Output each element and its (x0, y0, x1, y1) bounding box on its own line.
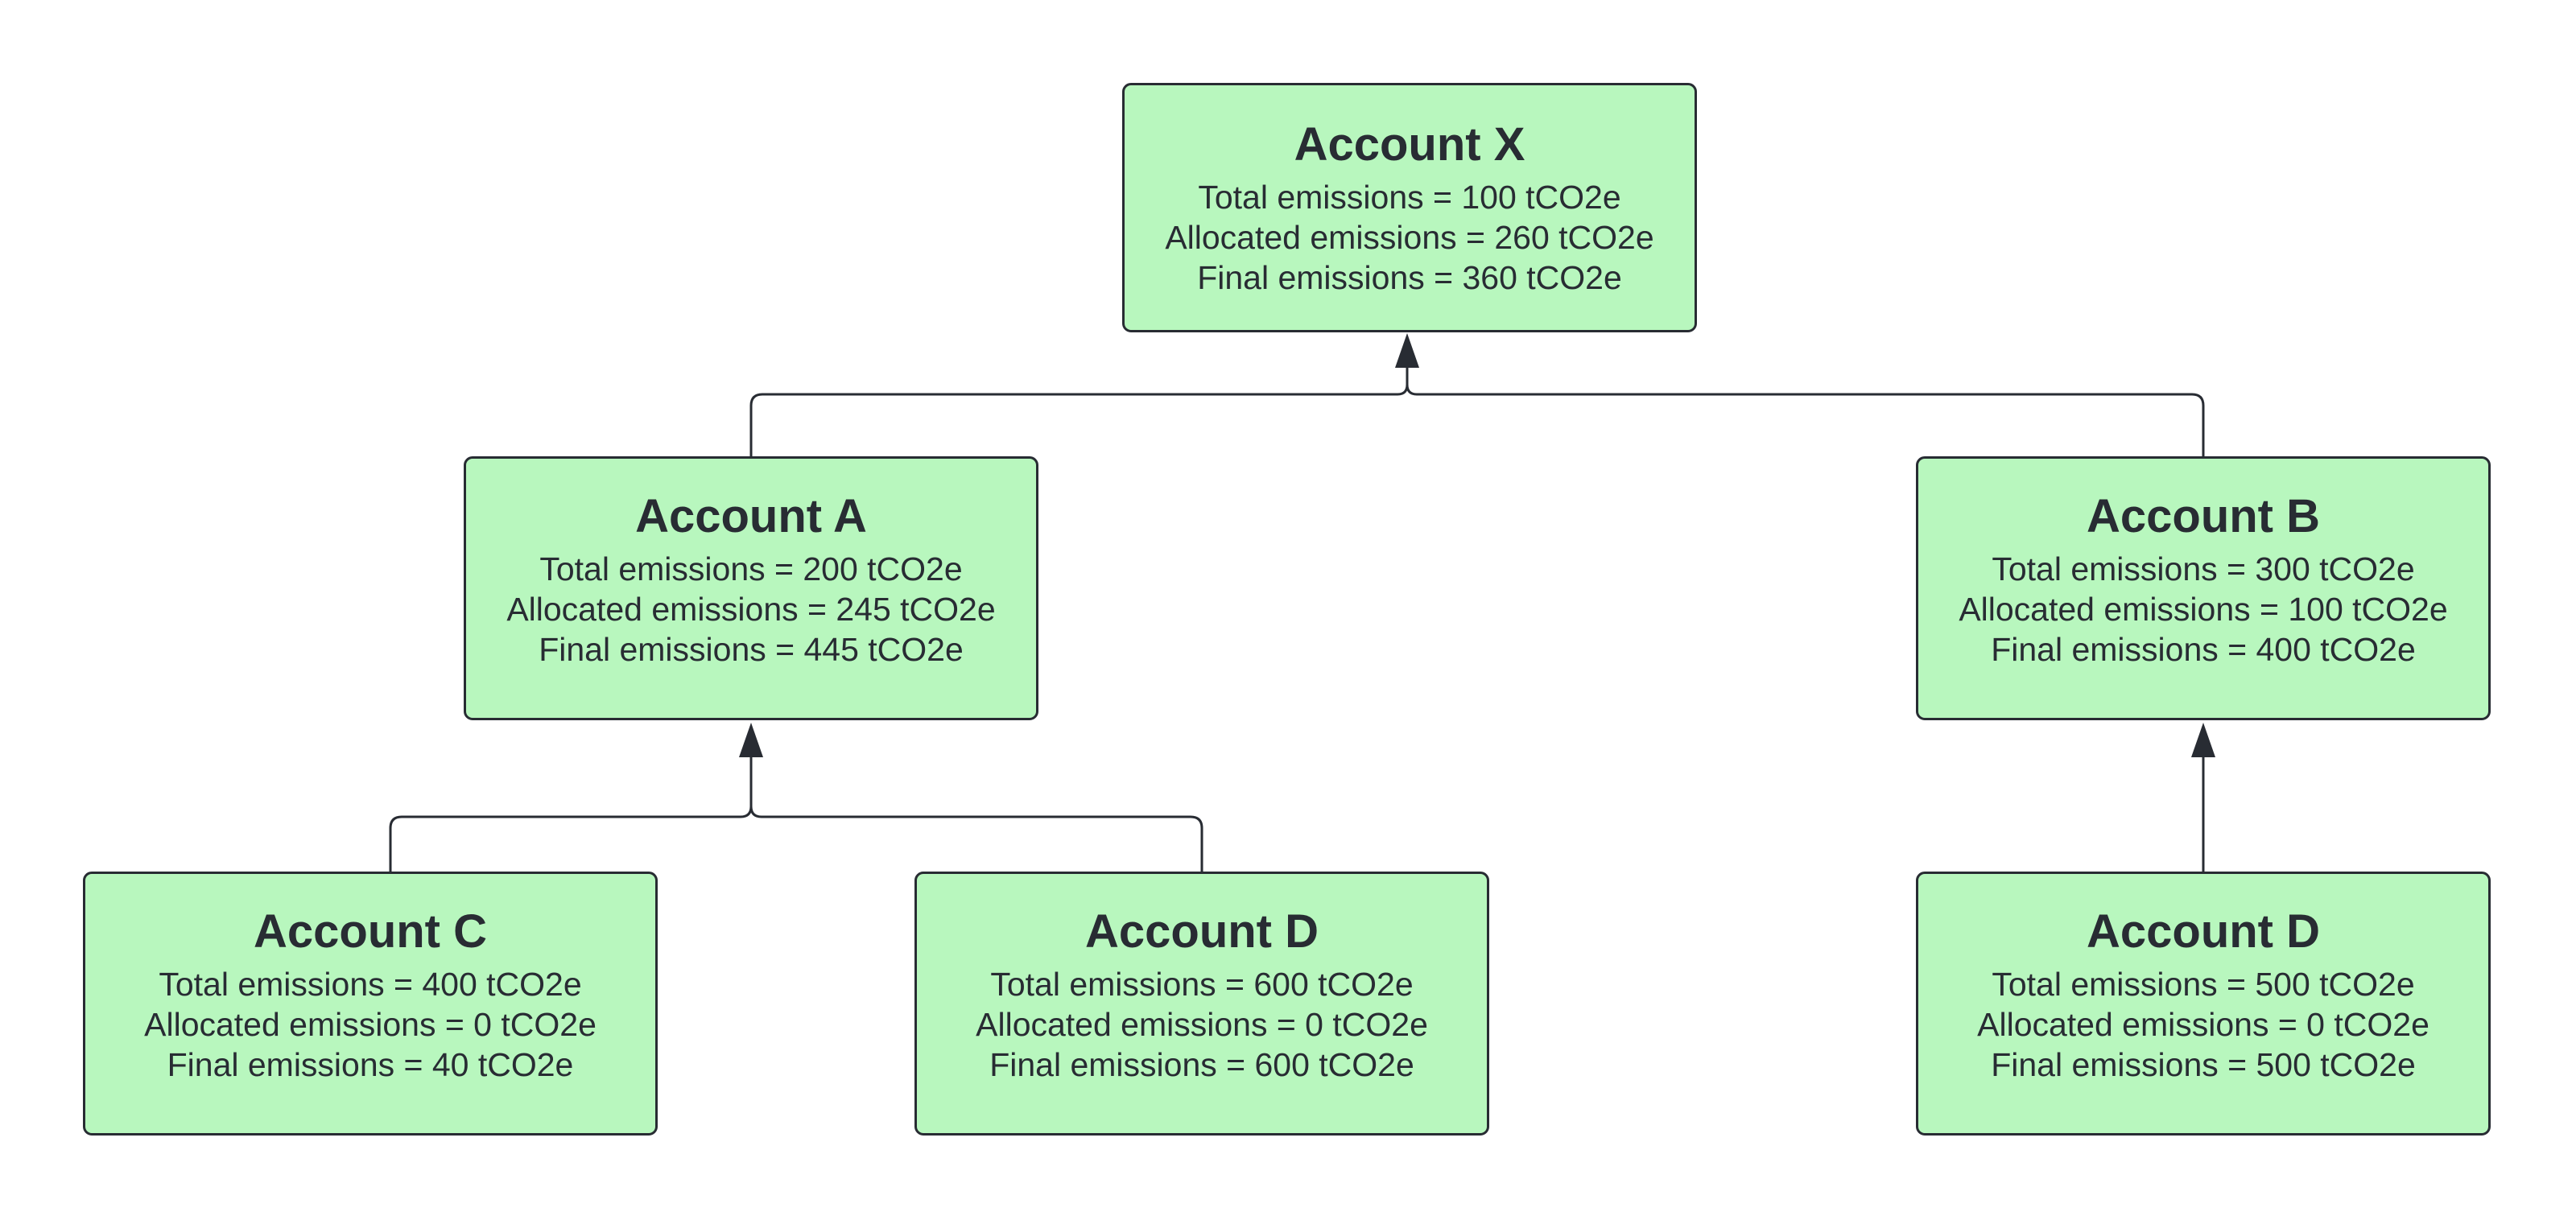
node-title: Account D (2087, 905, 2320, 958)
account-c-node: Account C Total emissions = 400 tCO2e Al… (83, 872, 658, 1136)
total-emissions: Total emissions = 600 tCO2e (990, 966, 1414, 1003)
final-emissions: Final emissions = 400 tCO2e (1991, 631, 2416, 668)
account-d-node-right: Account D Total emissions = 500 tCO2e Al… (1916, 872, 2491, 1136)
account-b-node: Account B Total emissions = 300 tCO2e Al… (1916, 456, 2491, 720)
node-title: Account D (1085, 905, 1319, 958)
total-emissions: Total emissions = 400 tCO2e (159, 966, 582, 1003)
allocated-emissions: Allocated emissions = 0 tCO2e (144, 1006, 597, 1043)
account-a-node: Account A Total emissions = 200 tCO2e Al… (464, 456, 1038, 720)
total-emissions: Total emissions = 500 tCO2e (1992, 966, 2415, 1003)
node-title: Account C (254, 905, 487, 958)
node-title: Account B (2087, 490, 2320, 542)
connector-d1-to-a (749, 756, 1203, 872)
final-emissions: Final emissions = 445 tCO2e (539, 631, 964, 668)
total-emissions: Total emissions = 100 tCO2e (1198, 179, 1621, 216)
allocated-emissions: Allocated emissions = 100 tCO2e (1959, 591, 2448, 628)
node-title: Account A (635, 490, 867, 542)
account-x-node: Account X Total emissions = 100 tCO2e Al… (1122, 83, 1697, 332)
arrowhead-x (1395, 333, 1419, 368)
allocated-emissions: Allocated emissions = 245 tCO2e (506, 591, 996, 628)
total-emissions: Total emissions = 200 tCO2e (539, 550, 963, 587)
allocated-emissions: Allocated emissions = 0 tCO2e (976, 1006, 1428, 1043)
allocated-emissions: Allocated emissions = 260 tCO2e (1165, 219, 1654, 256)
total-emissions: Total emissions = 300 tCO2e (1992, 550, 2415, 587)
connector-a-to-x (749, 354, 1409, 456)
arrowhead-b (2191, 723, 2215, 757)
final-emissions: Final emissions = 600 tCO2e (989, 1046, 1414, 1083)
connector-b-to-x (1406, 354, 2205, 456)
connector-c-to-a (389, 756, 753, 872)
node-title: Account X (1294, 118, 1525, 171)
final-emissions: Final emissions = 500 tCO2e (1991, 1046, 2416, 1083)
arrowhead-a (739, 723, 763, 757)
account-d-node-left: Account D Total emissions = 600 tCO2e Al… (914, 872, 1489, 1136)
final-emissions: Final emissions = 40 tCO2e (167, 1046, 574, 1083)
allocated-emissions: Allocated emissions = 0 tCO2e (1977, 1006, 2429, 1043)
final-emissions: Final emissions = 360 tCO2e (1197, 259, 1622, 296)
